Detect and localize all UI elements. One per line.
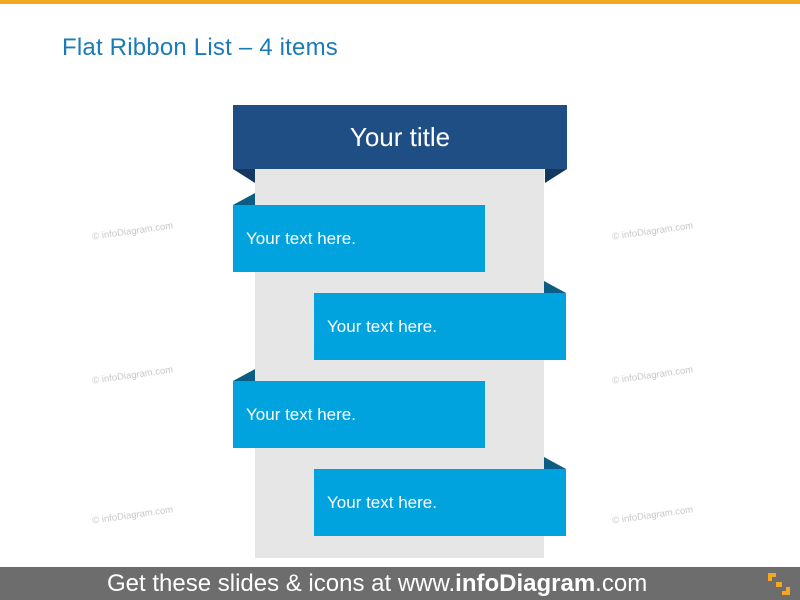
ribbon-title: Your title (349, 121, 451, 152)
infodiagram-corner-logo-icon (768, 573, 790, 595)
footer-suffix: .com (595, 569, 648, 597)
footer-prefix: Get these slides & icons at www. (107, 569, 456, 597)
watermark: © infoDiagram.com (91, 364, 174, 387)
ribbon-fold (233, 193, 255, 205)
ribbon-item-text: Your text here. (327, 492, 437, 512)
footer-link[interactable]: Get these slides & icons at www.infoDiag… (107, 570, 647, 598)
ribbon-item-1: Your text here. (233, 205, 485, 272)
watermark: © infoDiagram.com (91, 220, 174, 243)
ribbon-fold (544, 457, 566, 469)
ribbon-item-text: Your text here. (246, 228, 356, 248)
ribbon-item-text: Your text here. (246, 404, 356, 424)
watermark: © infoDiagram.com (611, 364, 694, 387)
header-left-fold (233, 169, 255, 183)
ribbon-fold (233, 369, 255, 381)
slide-title: Flat Ribbon List – 4 items (62, 34, 338, 61)
watermark: © infoDiagram.com (91, 504, 174, 527)
ribbon-item-3: Your text here. (233, 381, 485, 448)
footer-bar: Get these slides & icons at www.infoDiag… (0, 567, 800, 600)
ribbon-item-2: Your text here. (314, 293, 566, 360)
watermark: © infoDiagram.com (611, 220, 694, 243)
ribbon-title-banner: Your title (233, 105, 567, 169)
ribbon-item-4: Your text here. (314, 469, 566, 536)
top-accent-line (0, 0, 800, 4)
header-right-fold (545, 169, 567, 183)
ribbon-item-text: Your text here. (327, 316, 437, 336)
ribbon-fold (544, 281, 566, 293)
footer-brand: infoDiagram (455, 569, 596, 597)
watermark: © infoDiagram.com (611, 504, 694, 527)
